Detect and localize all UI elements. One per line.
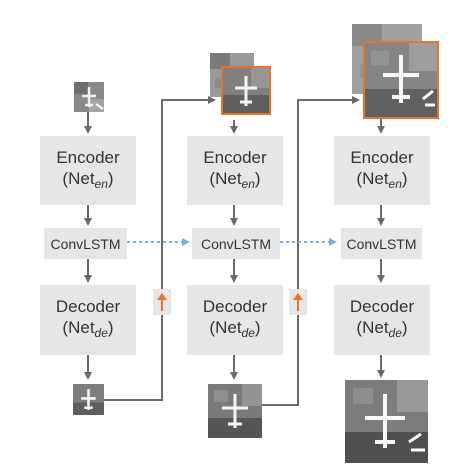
up-arrow-icon — [293, 293, 303, 311]
input-image-highlighted — [221, 66, 271, 115]
upsample-box-1 — [153, 289, 171, 315]
decoder-block-2: Decoder (Netde) — [187, 285, 283, 355]
decoder-net-label: (Netde) — [209, 318, 261, 340]
upsample-box-2 — [289, 289, 307, 315]
encoder-net-label: (Neten) — [209, 168, 261, 191]
output-image-large — [345, 380, 428, 463]
decoder-net-label: (Netde) — [62, 318, 114, 340]
convlstm-label: ConvLSTM — [200, 235, 272, 252]
up-arrow-icon — [157, 293, 167, 311]
feedback-arrow-1-to-2 — [104, 96, 216, 401]
encoder-net-label: (Neten) — [62, 168, 114, 191]
encoder-net-label: (Neten) — [356, 168, 408, 191]
convlstm-label: ConvLSTM — [50, 235, 121, 252]
encoder-block-2: Encoder (Neten) — [187, 136, 283, 205]
decoder-net-label: (Netde) — [356, 318, 408, 340]
encoder-label: Encoder — [350, 147, 414, 167]
convlstm-block-1: ConvLSTM — [44, 228, 127, 259]
encoder-block-3: Encoder (Neten) — [334, 136, 430, 205]
encoder-label: Encoder — [203, 147, 267, 167]
input-image-highlighted-large — [363, 41, 439, 119]
decoder-label: Decoder — [202, 297, 268, 316]
decoder-label: Decoder — [55, 297, 121, 316]
decoder-block-1: Decoder (Netde) — [40, 285, 136, 355]
encoder-block-1: Encoder (Neten) — [40, 136, 136, 205]
output-image-medium — [208, 384, 262, 438]
decoder-block-3: Decoder (Netde) — [334, 285, 430, 355]
convlstm-block-2: ConvLSTM — [192, 228, 280, 259]
convlstm-block-3: ConvLSTM — [341, 228, 422, 259]
decoder-label: Decoder — [349, 297, 415, 316]
encoder-label: Encoder — [56, 147, 120, 167]
input-image-small — [74, 82, 104, 112]
feedback-arrow-2-to-3 — [262, 96, 360, 406]
output-image-small — [73, 384, 104, 415]
convlstm-label: ConvLSTM — [346, 235, 417, 252]
